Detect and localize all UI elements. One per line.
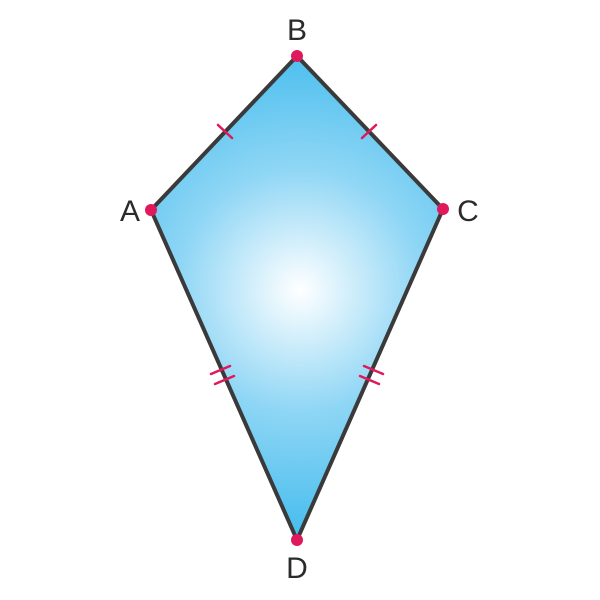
vertex-point-b	[291, 50, 303, 62]
vertex-point-c	[437, 203, 449, 215]
edge-bc	[295, 54, 445, 211]
tick-mark-ad-1	[209, 364, 232, 376]
vertex-label-b: B	[287, 14, 307, 47]
vertex-point-d	[291, 534, 303, 546]
kite-shape	[151, 56, 443, 540]
vertex-point-a	[145, 204, 157, 216]
edge-ab	[149, 54, 299, 212]
edge-da	[149, 208, 299, 542]
vertex-label-d: D	[286, 552, 308, 585]
edge-cd	[295, 207, 445, 542]
tick-mark-cd-2	[358, 374, 381, 386]
tick-mark-bc	[360, 123, 378, 140]
tick-mark-ad-2	[213, 374, 236, 386]
vertex-label-a: A	[120, 195, 140, 228]
vertex-label-c: C	[457, 195, 479, 228]
tick-mark-ab	[216, 123, 234, 140]
tick-mark-cd-1	[362, 364, 385, 376]
